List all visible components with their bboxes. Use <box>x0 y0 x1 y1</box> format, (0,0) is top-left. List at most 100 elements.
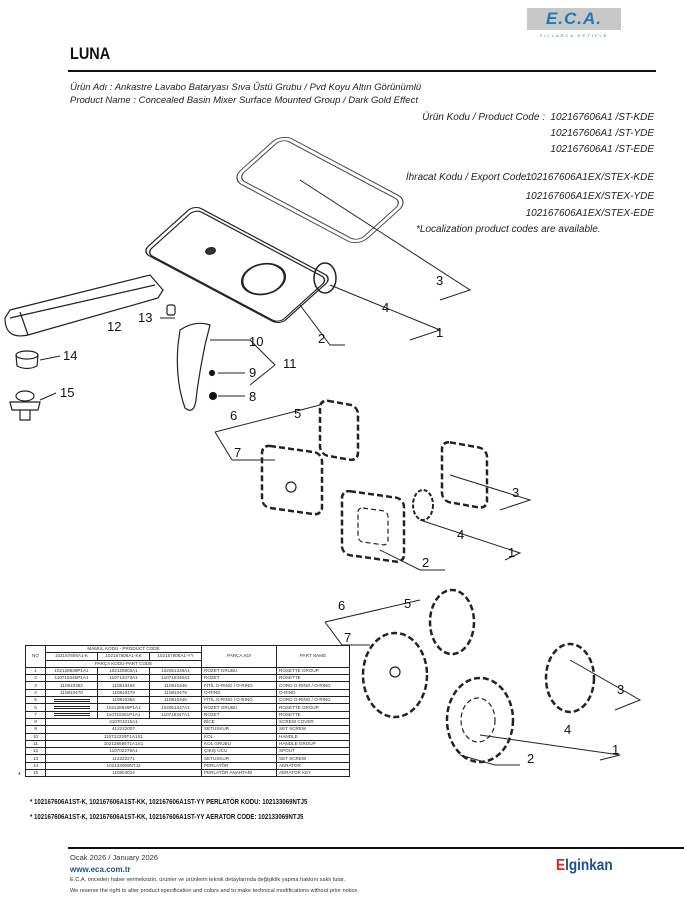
part-code: 110702278A1 <box>45 747 202 756</box>
aerator-note-en: * 102167606A1ST-K, 102167606A1ST-KK, 102… <box>30 812 304 821</box>
o-ring-part <box>313 262 337 294</box>
rosette-part <box>340 489 406 563</box>
product-code-col: 102167606A1-KK <box>97 652 150 661</box>
part-name-tr: O-RING <box>201 688 277 698</box>
part-code: 102128695T1A1S1 <box>45 739 202 749</box>
part-code: 112222271 <box>45 754 202 763</box>
row-no: 5 <box>25 696 46 705</box>
row-no: 2 <box>25 674 46 683</box>
part-code: 102051348A1 <box>149 666 202 676</box>
callout-7: 7 <box>344 630 351 645</box>
handle-part <box>176 322 211 411</box>
row-no: 10 <box>25 732 46 741</box>
callout-3: 3 <box>617 682 624 697</box>
footer-disclaimer-tr: E.C.A. önceden haber vermeksizin, ürünle… <box>70 877 346 883</box>
elginkan-logo: Elginkan <box>556 857 613 874</box>
part-code: 110715346A1 <box>149 674 202 683</box>
part-name-en: AERATOR <box>276 761 350 771</box>
part-code: 110713373A1 <box>97 674 150 683</box>
aerator-note-tr: * 102167606A1ST-K, 102167606A1ST-KK, 102… <box>30 797 308 806</box>
part-name-tr: KOL <box>201 732 277 741</box>
part-code: 110810470 <box>45 688 98 698</box>
part-code: 110804014 <box>45 769 202 778</box>
callout-9: 9 <box>249 365 256 380</box>
part-name-tr: PERLATÖR ANAHTARI <box>201 769 277 778</box>
part-code: 110810479 <box>149 688 202 698</box>
callout-5: 5 <box>404 596 411 611</box>
callout-2: 2 <box>527 751 534 766</box>
part-name-tr: FİTİL O-RING / O-RING <box>201 681 277 690</box>
callout-labels: 3 4 1 2 12 13 10 9 11 8 14 15 5 6 7 3 4 … <box>60 273 624 766</box>
callout-2: 2 <box>422 555 429 570</box>
part-code: 102051347A1 <box>149 703 202 712</box>
localization-note: *Localization product codes are availabl… <box>416 224 601 235</box>
set-screw-dot <box>208 369 216 377</box>
callout-4: 4 <box>457 527 464 542</box>
aerator-key-part <box>9 390 41 421</box>
callout-13: 13 <box>138 310 152 325</box>
export-code: 102167606A1EX/STEX-YDE <box>525 191 654 202</box>
rosette-part <box>260 444 324 516</box>
not-applicable-dash <box>45 710 98 719</box>
export-code-label: İhracat Kodu / Export Code : <box>405 172 532 183</box>
row-no: 1 <box>25 666 46 676</box>
header-divider <box>68 70 656 72</box>
part-name-tr: ROZET GRUBU <box>201 666 277 676</box>
row-no: 12 <box>25 747 46 756</box>
product-name-en: Product Name : Concealed Basin Mixer Sur… <box>70 95 418 106</box>
row-no: 8 <box>25 717 46 727</box>
aerator-star: * <box>18 772 21 779</box>
cord-o-ring-part <box>318 399 360 462</box>
rosette-plate-part <box>145 207 329 323</box>
part-name-en: SPOUT <box>276 747 350 756</box>
row-no: 11 <box>25 739 46 749</box>
rosette-part <box>361 631 429 719</box>
row-no: 4 <box>25 688 46 698</box>
row-no: 7 <box>25 710 46 719</box>
part-name-en: SCREW COVER <box>276 717 350 727</box>
part-code: 102128649P1A1 <box>97 703 150 712</box>
spout-part <box>4 274 164 337</box>
product-code-col: 102167606A1-YY <box>149 652 202 661</box>
product-name-tr: Ürün Adı : Ankastre Lavabo Bataryası Sıv… <box>70 82 422 93</box>
callout-8: 8 <box>249 389 256 404</box>
not-applicable-dash <box>45 703 98 712</box>
footer-website[interactable]: www.eca.com.tr <box>70 865 131 874</box>
callout-6: 6 <box>338 598 345 613</box>
part-name-en: HANDLE GROUP <box>276 739 350 749</box>
row-no: 13 <box>25 754 46 763</box>
part-code: 110810354 <box>97 696 150 705</box>
o-ring-part <box>412 489 434 521</box>
cord-o-ring-part <box>440 440 489 509</box>
part-code: 110712229T1A1S1 <box>45 732 202 741</box>
set-screw-part <box>166 304 176 316</box>
callout-3: 3 <box>436 273 443 288</box>
part-name-en: ROSETTE GROUP <box>276 666 350 676</box>
header-no: NO <box>25 645 46 668</box>
page-title: LUNA <box>70 44 111 63</box>
product-code: 102167606A1 /ST-EDE <box>550 144 654 155</box>
screw-cover-dot <box>208 391 218 401</box>
part-name-tr: ROZET GRUBU <box>201 703 277 712</box>
eca-tagline: YILLARCA KEYIFLE <box>539 33 609 38</box>
parts-table: NO MAMUL KODU - PRODUCT CODE PARÇA ADI P… <box>25 644 350 778</box>
callout-10: 10 <box>249 334 263 349</box>
part-name-tr: BİCE <box>201 717 277 727</box>
part-code: 410701015A1 <box>45 717 202 727</box>
part-code: 110810348 <box>149 681 202 690</box>
row-no: 6 <box>25 703 46 712</box>
callout-1: 1 <box>612 742 619 757</box>
part-code: 110810479 <box>97 688 150 698</box>
part-name-en: CORD O-RING / O-RING <box>276 696 350 705</box>
